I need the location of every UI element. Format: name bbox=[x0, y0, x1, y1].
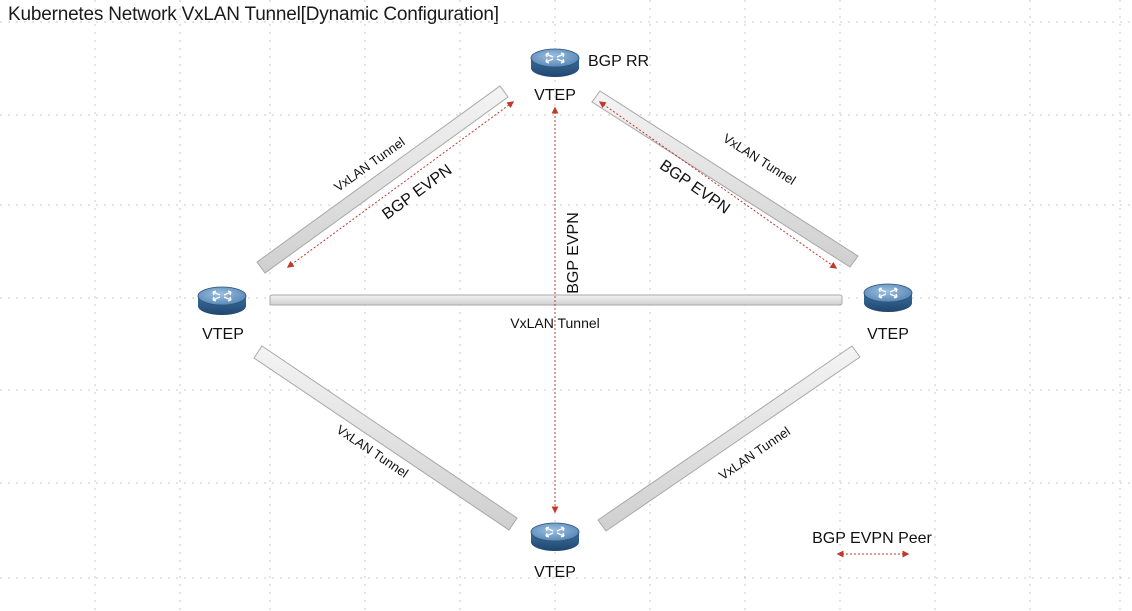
router-icon-right bbox=[863, 283, 913, 313]
node-label-top: VTEP bbox=[534, 87, 576, 104]
legend-label: BGP EVPN Peer bbox=[812, 530, 932, 547]
diagram-title: Kubernetes Network VxLAN Tunnel[Dynamic … bbox=[8, 4, 499, 25]
router-icon-bottom bbox=[530, 522, 580, 552]
bgp-evpn-links bbox=[286, 101, 910, 558]
bgp-link-right bbox=[598, 101, 838, 269]
node-role-top: BGP RR bbox=[588, 53, 649, 70]
tunnel-middle bbox=[269, 294, 843, 306]
tunnel-bottom-right bbox=[597, 345, 861, 532]
vxlan-tunnels bbox=[253, 85, 861, 532]
node-label-right: VTEP bbox=[867, 326, 909, 343]
tunnel-label-middle: VxLAN Tunnel bbox=[510, 315, 600, 331]
tunnel-top-left bbox=[256, 85, 509, 274]
node-label-bottom: VTEP bbox=[534, 564, 576, 581]
bgp-label-vertical: BGP EVPN bbox=[565, 212, 582, 294]
tunnel-bottom-left bbox=[253, 345, 518, 531]
router-icon-left bbox=[197, 286, 247, 316]
bgp-link-left bbox=[286, 101, 515, 268]
tunnel-top-right bbox=[591, 90, 859, 268]
node-label-left: VTEP bbox=[202, 326, 244, 343]
router-icon-top bbox=[530, 48, 580, 78]
